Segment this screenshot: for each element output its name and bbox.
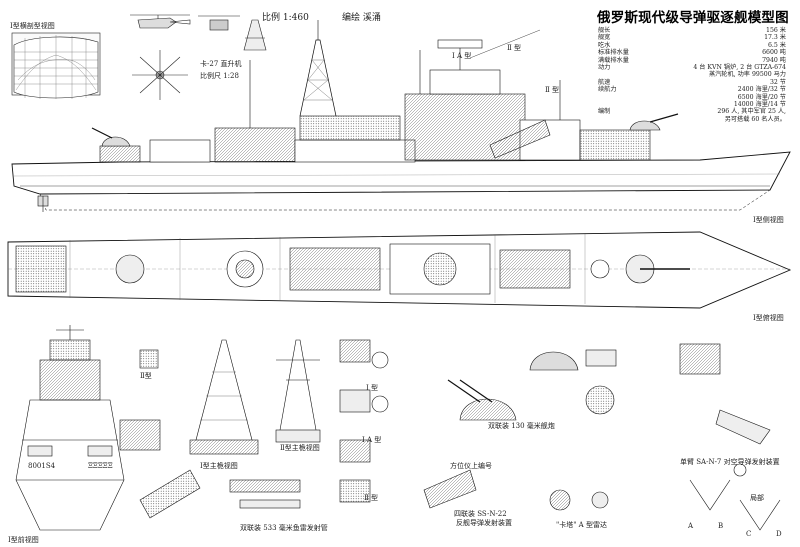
side-view-label: Ⅰ型侧视图 xyxy=(753,216,784,224)
hull-number-right: ΞΞΞΞΞ xyxy=(88,462,113,470)
hull-number-left: 8001S4 xyxy=(28,462,56,470)
spec-row: 蒸汽轮机, 功率 99500 马力 xyxy=(708,71,786,79)
type-b-small-label: Ⅱ型 xyxy=(140,372,152,380)
spec-row: 另可搭载 60 名人员。 xyxy=(724,115,786,123)
gun-130-label: 双联装 130 毫米舰炮 xyxy=(488,422,555,430)
type-ii-label: Ⅱ 型 xyxy=(364,494,378,502)
spec-row: 6500 海里/20 节 xyxy=(737,93,786,101)
letter-b-label: B xyxy=(718,522,724,530)
letter-d-label: D xyxy=(776,530,782,538)
letter-a-label: A xyxy=(688,522,694,530)
torpedo-launcher-label: 双联装 533 毫米鱼雷发射管 xyxy=(240,524,328,532)
hull-section-diagram xyxy=(11,32,101,99)
ship-plan-view xyxy=(7,231,792,309)
kashtan-label: "卡塔" A 型雷达 xyxy=(556,521,607,529)
weapon-detail-drawings xyxy=(119,339,781,531)
plan-view-label: Ⅰ型俯视图 xyxy=(753,314,784,322)
letter-c-label: C xyxy=(746,530,752,538)
radar-label: 方位仪上编号 xyxy=(450,462,492,470)
author-label: 编绘 溪涌 xyxy=(342,13,381,23)
type-ia-label: Ⅰ A 型 xyxy=(362,436,382,444)
ship-front-view xyxy=(15,325,125,531)
sa-n7-label: 单臂 SA-N-7 对空导弹发射装置 xyxy=(680,458,780,466)
ship-side-view xyxy=(11,20,791,212)
type-1a-label: Ⅰ A 型 xyxy=(452,52,472,60)
ssn22-sub-label: 反舰导弹发射装置 xyxy=(456,519,512,527)
helicopter-diagrams xyxy=(130,14,267,100)
spec-row: 14000 海里/14 节 xyxy=(733,101,786,109)
helicopter-label: 卡-27 直升机 xyxy=(200,60,242,68)
ssn22-label: 四联装 SS-N-22 xyxy=(454,510,507,518)
front-view-label: Ⅰ型前视图 xyxy=(8,536,39,544)
mast-type2-label: Ⅱ型主桅视图 xyxy=(280,444,320,452)
mast-diagrams xyxy=(189,339,321,455)
scale-label: 比例 1:460 xyxy=(262,13,309,23)
detail-label: 局部 xyxy=(750,494,764,502)
type-i-label: Ⅰ 型 xyxy=(366,384,378,392)
section-view-label: Ⅰ型横剖型视图 xyxy=(10,22,55,30)
type-b-label: Ⅱ 型 xyxy=(507,44,521,52)
helicopter-scale-label: 比例尺 1:28 xyxy=(200,72,239,80)
mast-view-label: Ⅰ型主桅视图 xyxy=(200,462,238,470)
drawing-title: 俄罗斯现代级导弹驱逐舰模型图 xyxy=(597,10,789,26)
type-b-mid-label: Ⅱ 型 xyxy=(545,86,559,94)
